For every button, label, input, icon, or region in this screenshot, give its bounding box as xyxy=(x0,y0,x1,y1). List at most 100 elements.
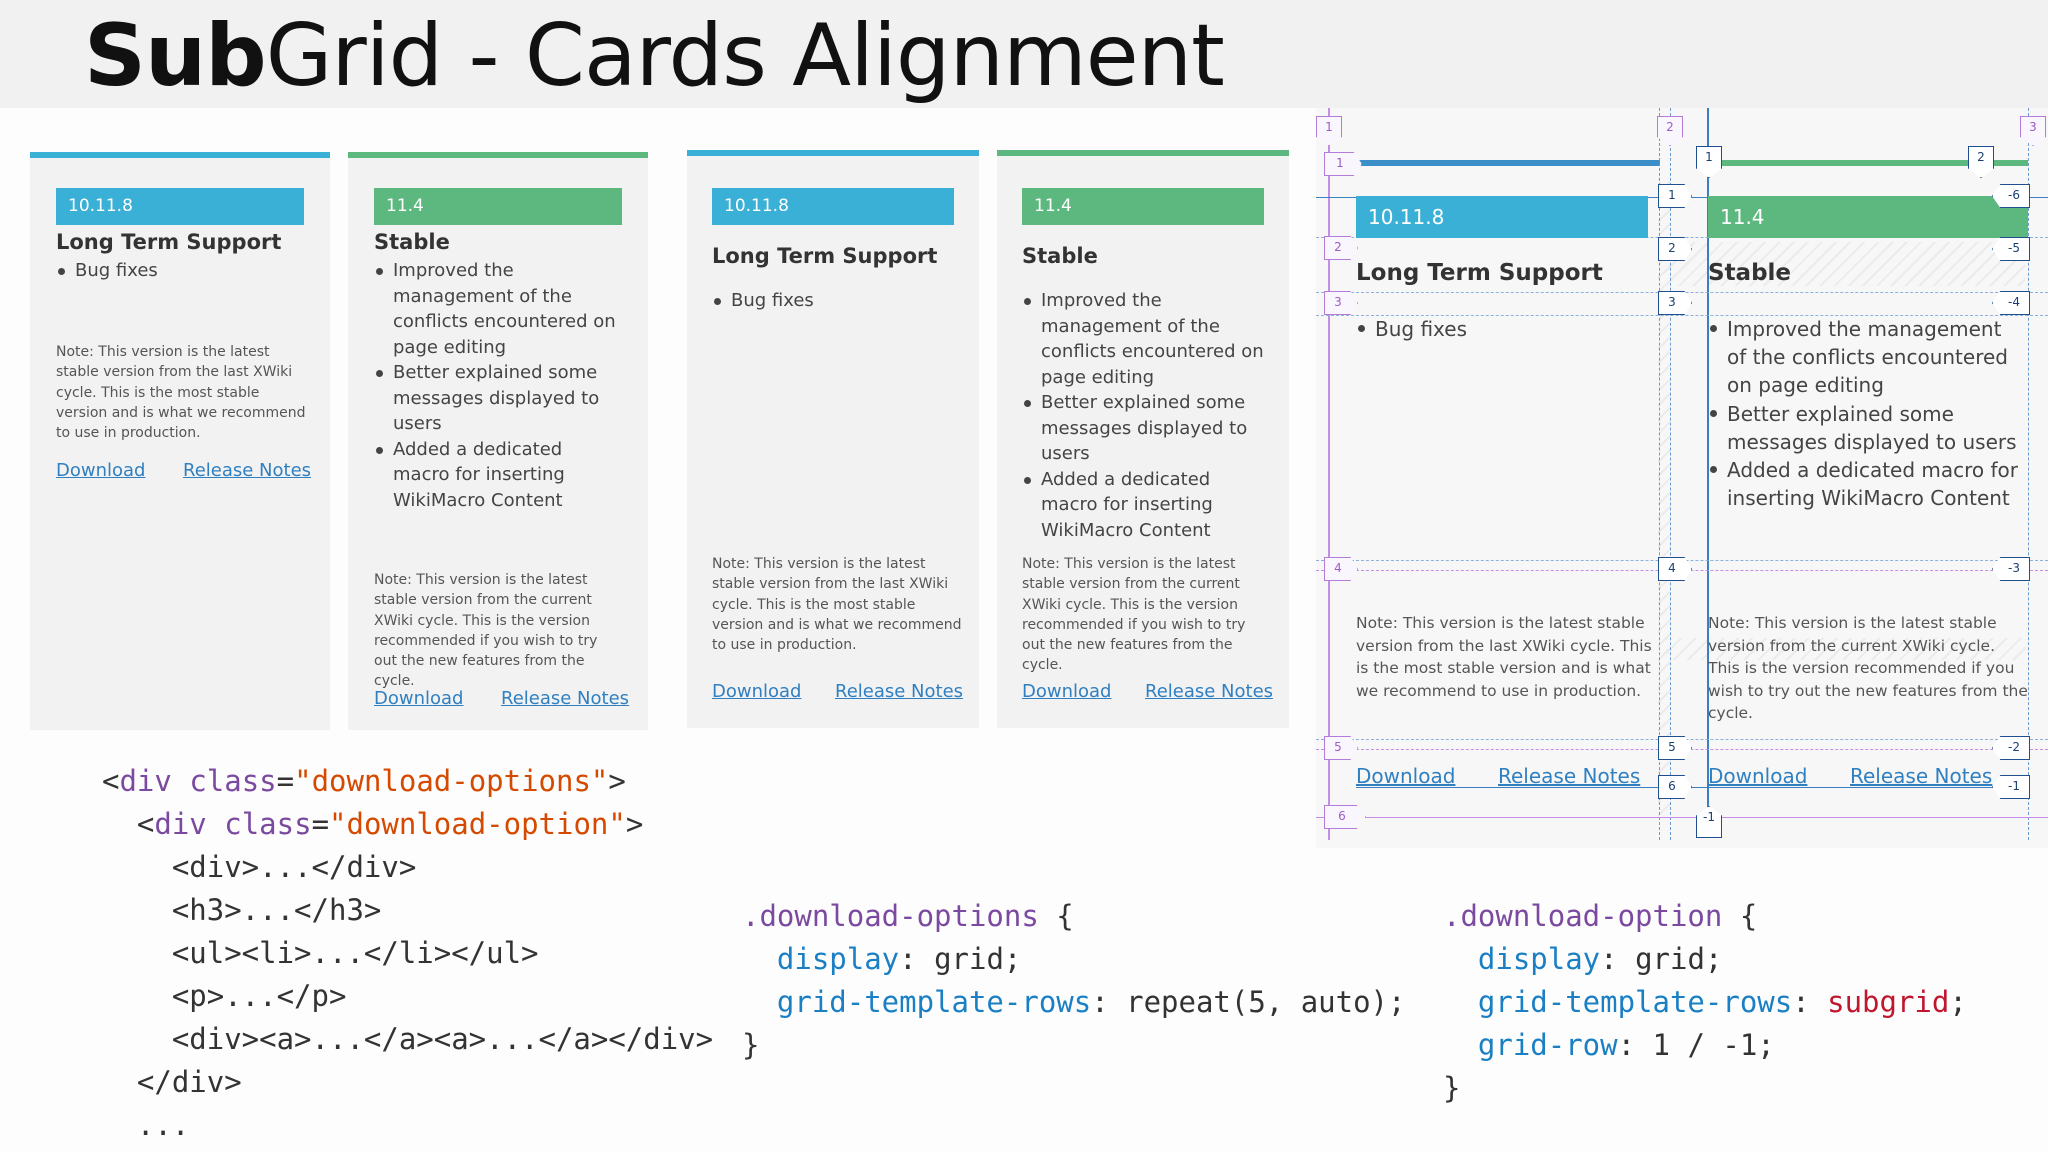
list-item: Better explained some messages displayed… xyxy=(374,360,624,437)
version-badge: 11.4 xyxy=(1708,196,2028,238)
grid-row-marker: 3 xyxy=(1658,291,1692,315)
release-notes-link[interactable]: Release Notes xyxy=(835,681,964,702)
version-badge: 10.11.8 xyxy=(712,188,954,225)
list-item: Improved the management of the conflicts… xyxy=(1708,315,2026,400)
grid-row-marker: 5 xyxy=(1658,736,1692,760)
grid-row-marker: 5 xyxy=(1324,736,1358,760)
slide-title-rest: Grid - Cards Alignment xyxy=(265,6,1225,106)
feature-list: Improved the management of the conflicts… xyxy=(1708,315,2026,512)
list-item: Added a dedicated macro for inserting Wi… xyxy=(374,437,624,514)
grid-row-line xyxy=(1316,315,2048,316)
grid-row-marker: -3 xyxy=(1992,557,2030,581)
grid-col-marker: 2 xyxy=(1968,146,1994,178)
card-note: Note: This version is the latest stable … xyxy=(1708,614,2028,722)
card-heading: Stable xyxy=(1022,244,1098,268)
download-link[interactable]: Download xyxy=(1356,764,1456,788)
grid-row-marker: -6 xyxy=(1992,184,2030,208)
grid-col-line xyxy=(1670,108,1672,840)
list-item: Added a dedicated macro for inserting Wi… xyxy=(1022,467,1272,544)
card-lts-aligned: 10.11.8 Long Term Support Bug fixes Note… xyxy=(687,150,979,728)
grid-row-marker: 2 xyxy=(1658,237,1692,261)
grid-col-marker: -1 xyxy=(1696,806,1722,838)
feature-list: Bug fixes xyxy=(712,288,957,314)
list-item: Bug fixes xyxy=(712,288,957,314)
code-line: grid-template-rows: subgrid; xyxy=(1477,985,1967,1019)
code-line: } xyxy=(1443,1071,1461,1105)
grid-row-marker: 1 xyxy=(1658,184,1692,208)
grid-row-marker: 2 xyxy=(1324,236,1358,260)
card-heading: Long Term Support xyxy=(712,244,938,268)
download-link[interactable]: Download xyxy=(1708,764,1808,788)
list-item: Improved the management of the conflicts… xyxy=(374,258,624,360)
list-item: Bug fixes xyxy=(1356,315,1656,343)
grid-row-marker: 3 xyxy=(1324,291,1358,315)
code-line: <div class="download-options"> xyxy=(102,764,626,798)
code-line: <h3>...</h3> xyxy=(171,893,382,927)
card-note: Note: This version is the latest stable … xyxy=(1022,556,1246,674)
grid-row-marker: 4 xyxy=(1324,557,1358,581)
code-line: grid-row: 1 / -1; xyxy=(1477,1028,1775,1062)
card-top-bar-blue xyxy=(1328,160,1660,166)
release-notes-link[interactable]: Release Notes xyxy=(1498,764,1641,788)
code-line: display: grid; xyxy=(1477,942,1723,976)
card-heading: Long Term Support xyxy=(56,230,282,254)
grid-row-marker: 1 xyxy=(1324,152,1362,176)
grid-row-marker: -1 xyxy=(1992,775,2030,799)
list-item: Bug fixes xyxy=(56,258,306,284)
title-band xyxy=(0,0,2048,108)
grid-col-marker: 1 xyxy=(1696,146,1722,178)
card-stable-unaligned: 11.4 Stable Improved the management of t… xyxy=(348,152,648,730)
download-link[interactable]: Download xyxy=(56,460,146,481)
feature-list: Bug fixes xyxy=(56,258,306,284)
grid-col-marker: 1 xyxy=(1316,116,1342,146)
grid-col-line xyxy=(2028,108,2030,840)
grid-row-marker: 6 xyxy=(1658,775,1692,799)
release-notes-link[interactable]: Release Notes xyxy=(1850,764,1993,788)
grid-row-marker: 6 xyxy=(1324,805,1366,829)
card-top-bar-green xyxy=(1708,160,2028,166)
feature-list: Improved the management of the conflicts… xyxy=(374,258,624,513)
code-css-download-option: .download-option { display: grid; grid-t… xyxy=(1443,895,1967,1110)
code-line: <div><a>...</a><a>...</a></div> xyxy=(171,1022,714,1056)
card-note: Note: This version is the latest stable … xyxy=(56,344,306,442)
grid-row-marker: -4 xyxy=(1992,291,2030,315)
grid-row-marker: 4 xyxy=(1658,557,1692,581)
download-link[interactable]: Download xyxy=(712,681,802,702)
grid-col-marker: 3 xyxy=(2020,116,2046,146)
code-line: display: grid; xyxy=(776,942,1022,976)
release-notes-link[interactable]: Release Notes xyxy=(1145,681,1274,702)
feature-list: Improved the management of the conflicts… xyxy=(1022,288,1272,543)
grid-col-line xyxy=(1328,108,1330,840)
download-link[interactable]: Download xyxy=(374,688,464,709)
code-line: <div>...</div> xyxy=(171,850,417,884)
grid-row-line xyxy=(1316,817,2048,818)
grid-gap-hatch xyxy=(1666,638,2026,660)
code-line: <div class="download-option"> xyxy=(136,807,644,841)
list-item: Better explained some messages displayed… xyxy=(1022,390,1272,467)
code-line: grid-template-rows: repeat(5, auto); xyxy=(776,985,1406,1019)
code-line: ... xyxy=(136,1108,190,1142)
card-heading: Stable xyxy=(1708,260,1792,286)
code-line: .download-option { xyxy=(1443,899,1758,933)
code-line: .download-options { xyxy=(742,899,1074,933)
version-badge: 11.4 xyxy=(1022,188,1264,225)
code-line: </div> xyxy=(136,1065,242,1099)
version-badge: 11.4 xyxy=(374,188,622,225)
grid-inspector: 10.11.8 Long Term Support Bug fixes Note… xyxy=(1316,108,2048,848)
slide-title-bold: Sub xyxy=(84,6,267,106)
card-note: Note: This version is the latest stable … xyxy=(374,572,598,690)
card-note: Note: This version is the latest stable … xyxy=(712,556,962,654)
grid-row-marker: -5 xyxy=(1992,237,2030,261)
version-badge: 10.11.8 xyxy=(56,188,304,225)
slide-title: SubGrid - Cards Alignment xyxy=(84,2,1225,110)
card-heading: Long Term Support xyxy=(1356,260,1603,286)
release-notes-link[interactable]: Release Notes xyxy=(183,460,312,481)
grid-col-line xyxy=(1659,108,1661,840)
grid-row-marker: -2 xyxy=(1992,736,2030,760)
code-html-structure: <div class="download-options"> <div clas… xyxy=(102,760,713,1147)
card-lts-unaligned: 10.11.8 Long Term Support Bug fixes Note… xyxy=(30,152,330,730)
download-link[interactable]: Download xyxy=(1022,681,1112,702)
list-item: Improved the management of the conflicts… xyxy=(1022,288,1272,390)
feature-list: Bug fixes xyxy=(1356,315,1656,343)
release-notes-link[interactable]: Release Notes xyxy=(501,688,630,709)
